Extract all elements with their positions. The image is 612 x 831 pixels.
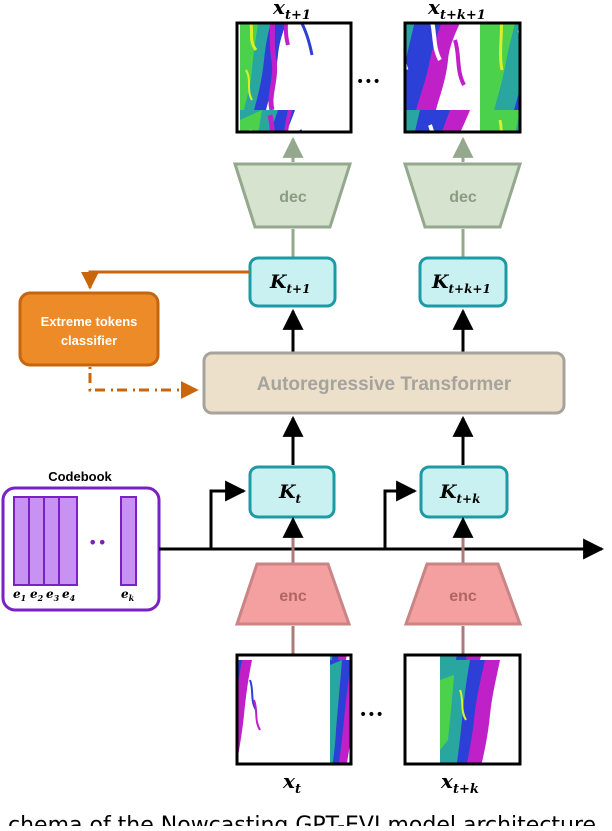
output-ellipsis: •••	[356, 74, 381, 90]
output-token-first	[248, 256, 337, 308]
output-label-last: xt+k+1	[427, 0, 486, 23]
input-image-first	[235, 653, 353, 766]
input-token-first-label: Kt	[278, 481, 302, 506]
codebook-entry-label-2: e2	[30, 587, 44, 603]
extreme-tokens-classifier	[18, 291, 160, 367]
codebook-entry-label-4: e4	[62, 587, 76, 603]
input-image-last	[403, 653, 522, 766]
output-token-last-label: Kt+k+1	[431, 271, 491, 296]
classifier-label-line1: Extreme tokens	[41, 314, 138, 329]
codebook-entry-2	[28, 496, 45, 586]
output-token-first-label: Kt+1	[269, 271, 310, 296]
codebook-entry-1	[13, 496, 30, 586]
codebook-dots: ••	[88, 533, 107, 552]
codebook-entry-label-1: e1	[13, 587, 26, 603]
autoregressive-transformer	[202, 351, 566, 415]
codebook-entry-k	[120, 496, 137, 586]
input-ellipsis: •••	[359, 707, 384, 723]
arrow-token-to-classifier	[81, 270, 250, 290]
output-image-last	[403, 21, 522, 134]
output-label-first: xt+1	[272, 0, 311, 23]
codebook-entry-3	[43, 496, 60, 586]
encoder-last	[403, 562, 523, 626]
decoder-last	[402, 162, 523, 229]
decoder-label-first: dec	[279, 189, 307, 206]
arrow-classifier-to-transformer	[88, 367, 199, 399]
input-label-last: xt+k	[440, 769, 479, 797]
codebook-entry-label-k: ek	[121, 587, 135, 603]
arrow-lookup-to-token-first	[209, 480, 247, 549]
caption-fragment: chema of the Nowcasting GPT-EVI model ar…	[8, 813, 596, 826]
encoder-label-last: enc	[449, 588, 477, 605]
encoder-first	[234, 562, 352, 626]
input-label-first: xt	[282, 769, 301, 797]
transformer-label: Autoregressive Transformer	[257, 374, 512, 395]
decoder-first	[232, 162, 353, 229]
arrow-lookup-to-token-last	[383, 480, 418, 549]
classifier-label-line2: classifier	[61, 333, 117, 348]
codebook-entry-4	[58, 496, 78, 586]
codebook-entry-label-3: e3	[46, 587, 60, 603]
output-image-first	[235, 21, 353, 134]
codebook-title: Codebook	[48, 469, 112, 484]
encoder-label-first: enc	[279, 588, 307, 605]
output-token-last	[418, 256, 508, 308]
input-token-last-label: Kt+k	[439, 481, 480, 506]
decoder-label-last: dec	[449, 189, 477, 206]
